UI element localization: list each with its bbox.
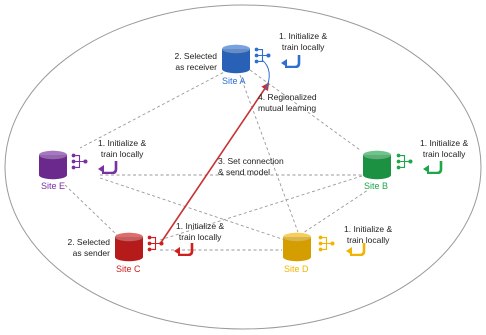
site-c-role-label: 2. Selected as sender (67, 237, 110, 258)
site-c-network-icon (147, 235, 164, 252)
site-a-role-label: 2. Selected as receiver (174, 51, 217, 72)
site-a-training-loop-icon (278, 54, 301, 68)
site-b-database-icon (363, 150, 391, 180)
mutual-learning-label: 4. Regionalized mutual learning (258, 92, 317, 113)
site-b-name: Site B (364, 181, 389, 191)
site-d-name: Site D (284, 264, 309, 274)
site-d-database-icon (283, 232, 311, 262)
mutual-learning-curve (261, 59, 270, 91)
site-b-step-label: 1. Initialize & train locally (420, 138, 469, 159)
edge-e-c (64, 184, 119, 237)
region-ellipse (4, 4, 482, 330)
site-a-network-icon (254, 47, 271, 64)
site-e-database-icon (39, 150, 67, 180)
site-b-network-icon (396, 153, 413, 170)
site-d-step-label: 1. Initialize & train locally (344, 224, 393, 245)
site-a-name: Site A (222, 76, 246, 86)
site-a-step-label: 1. Initialize & train locally (279, 31, 328, 52)
connection-step-label: 3. Set connection & send model (218, 156, 284, 177)
site-c-database-icon (115, 232, 143, 262)
site-c-name: Site C (116, 264, 141, 274)
site-e-network-icon (71, 153, 88, 170)
edge-a-d (239, 74, 299, 233)
site-e-step-label: 1. Initialize & train locally (98, 138, 147, 159)
edge-c-b (159, 174, 366, 241)
model-transfer-arrow (159, 82, 270, 245)
edge-d-b (299, 189, 369, 236)
edge-a-e (79, 69, 229, 149)
site-d-training-loop-icon (343, 242, 366, 256)
site-c-training-loop-icon (171, 242, 194, 256)
site-a-database-icon (222, 44, 250, 74)
site-c-step-label: 1. Initialize & train locally (176, 221, 225, 242)
site-b-training-loop-icon (420, 160, 443, 174)
site-d-network-icon (318, 235, 335, 252)
site-e-name: Site E (41, 181, 66, 191)
